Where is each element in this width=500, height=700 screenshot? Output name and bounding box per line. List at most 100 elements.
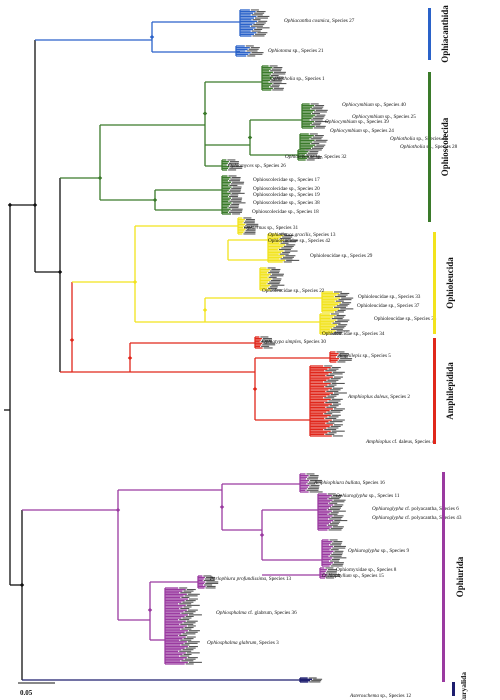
tip-label-stub <box>340 358 353 360</box>
tip-label-stub <box>311 108 323 110</box>
tip-label-stub <box>252 19 261 21</box>
tip-label-stub <box>254 17 268 19</box>
tip-label-stub <box>285 239 298 241</box>
tip-label-stub <box>271 273 284 275</box>
tip-label-stub <box>269 65 278 67</box>
tip-label-stub <box>309 133 318 135</box>
tip-label-stub <box>187 625 196 627</box>
tip-label-stub <box>186 620 198 622</box>
tip-label-stub <box>256 11 266 13</box>
species-label: Ophiotholia sp., Species 41 <box>390 136 448 142</box>
tip-label-stub <box>315 105 325 107</box>
tip-label-stub <box>269 281 281 283</box>
tip-label-stub <box>282 241 296 243</box>
tip-label-stub <box>314 116 325 118</box>
tip-label-stub <box>341 297 354 299</box>
tip-label-stub <box>267 267 276 269</box>
clade-label-ophiacanthida: Ophiacanthida <box>440 5 450 63</box>
tip-label-stub <box>334 321 348 323</box>
tip-label-stub <box>331 366 341 369</box>
tip-label-stub <box>203 579 215 581</box>
tip-label-stub <box>251 30 261 32</box>
tip-label-stub <box>250 9 259 11</box>
node-marker <box>7 202 13 208</box>
tip-label-stub <box>244 231 256 233</box>
tip-label-stub <box>338 324 348 326</box>
tip-label-stub <box>332 552 343 554</box>
tip-label-stub <box>310 138 322 140</box>
tip-label-stub <box>325 572 337 574</box>
tip-label-stub <box>311 124 321 126</box>
tip-label-stub <box>329 523 339 525</box>
tip-label-stub <box>254 28 263 30</box>
tip-label-stub <box>326 570 337 572</box>
species-label: Ophioscolecidae sp., Species 19 <box>253 192 320 198</box>
tip-label-stub <box>329 405 339 407</box>
tip-label-stub <box>268 272 280 274</box>
tip-label-stub <box>331 398 343 400</box>
tip-label-stub <box>279 238 291 240</box>
species-label: Ophiolebellae sp., Species 32 <box>285 154 347 160</box>
tip-label-stub <box>330 425 341 427</box>
tip-label-stub <box>333 392 347 394</box>
tip-label-stub <box>338 299 352 301</box>
tip-label-stub <box>257 15 270 17</box>
species-label: Ophioleucidae sp., Species 35 <box>374 316 437 322</box>
tip-label-stub <box>260 336 269 338</box>
tip-label-stub <box>185 631 198 633</box>
tip-label-stub <box>184 611 196 613</box>
tip-label-stub <box>330 496 341 498</box>
species-label: Ophiomyxidae sp., Species 8 <box>336 567 397 573</box>
tip-label-stub <box>228 175 237 177</box>
tip-label-stub <box>333 562 344 564</box>
tip-label-stub <box>232 186 242 188</box>
species-label: Ophiosphalma glabrum, Species 3 <box>207 640 279 646</box>
tip-label-stub <box>284 234 294 237</box>
tip-label-stub <box>187 641 200 643</box>
tip-label-stub <box>187 657 198 659</box>
tip-label-stub <box>273 83 287 85</box>
tip-label-stub <box>179 619 190 621</box>
tip-label-stub <box>327 509 340 511</box>
tip-label-stub <box>340 292 350 295</box>
tip-label-stub <box>315 109 328 111</box>
tip-label-stub <box>332 371 345 373</box>
tip-label-stub <box>244 220 255 222</box>
tip-label-stub <box>327 379 339 381</box>
tip-label-stub <box>261 339 272 341</box>
tip-label-stub <box>205 576 215 578</box>
tip-label-stub <box>181 644 190 646</box>
tip-label-stub <box>334 311 344 313</box>
node-marker <box>19 582 25 588</box>
tip-label-stub <box>309 475 319 477</box>
tip-label-stub <box>332 505 343 508</box>
tip-label-stub <box>310 484 320 486</box>
tip-label-stub <box>333 557 347 559</box>
tip-label-stub <box>328 574 341 576</box>
tip-label-stub <box>181 660 194 662</box>
tip-label-stub <box>179 634 188 636</box>
tip-label-stub <box>327 411 341 413</box>
tip-label-stub <box>257 32 268 34</box>
tip-label-stub <box>283 245 294 247</box>
node-marker <box>219 504 225 510</box>
tip-label-stub <box>329 518 342 520</box>
tip-label-stub <box>328 513 338 515</box>
tip-label-stub <box>228 207 239 209</box>
node-marker <box>202 307 208 313</box>
species-label: Perlophiura profundissima, Species 13 <box>209 575 291 582</box>
tip-label-stub <box>271 79 283 81</box>
tip-label-stub <box>306 154 318 156</box>
species-label: Ophiotypa simplex, Species 30 <box>262 339 326 345</box>
tip-label-stub <box>313 122 322 124</box>
tip-label-stub <box>228 162 239 164</box>
tip-label-stub <box>309 681 321 683</box>
tip-label-stub <box>231 176 241 179</box>
tip-label-stub <box>272 73 286 75</box>
tip-label-stub <box>316 144 326 146</box>
tip-label-stub <box>336 351 345 353</box>
tip-label-stub <box>246 228 256 230</box>
species-label: Amphilepis sp., Species 5 <box>337 353 391 359</box>
tip-label-stub <box>230 210 243 212</box>
tip-label-stub <box>250 47 260 49</box>
